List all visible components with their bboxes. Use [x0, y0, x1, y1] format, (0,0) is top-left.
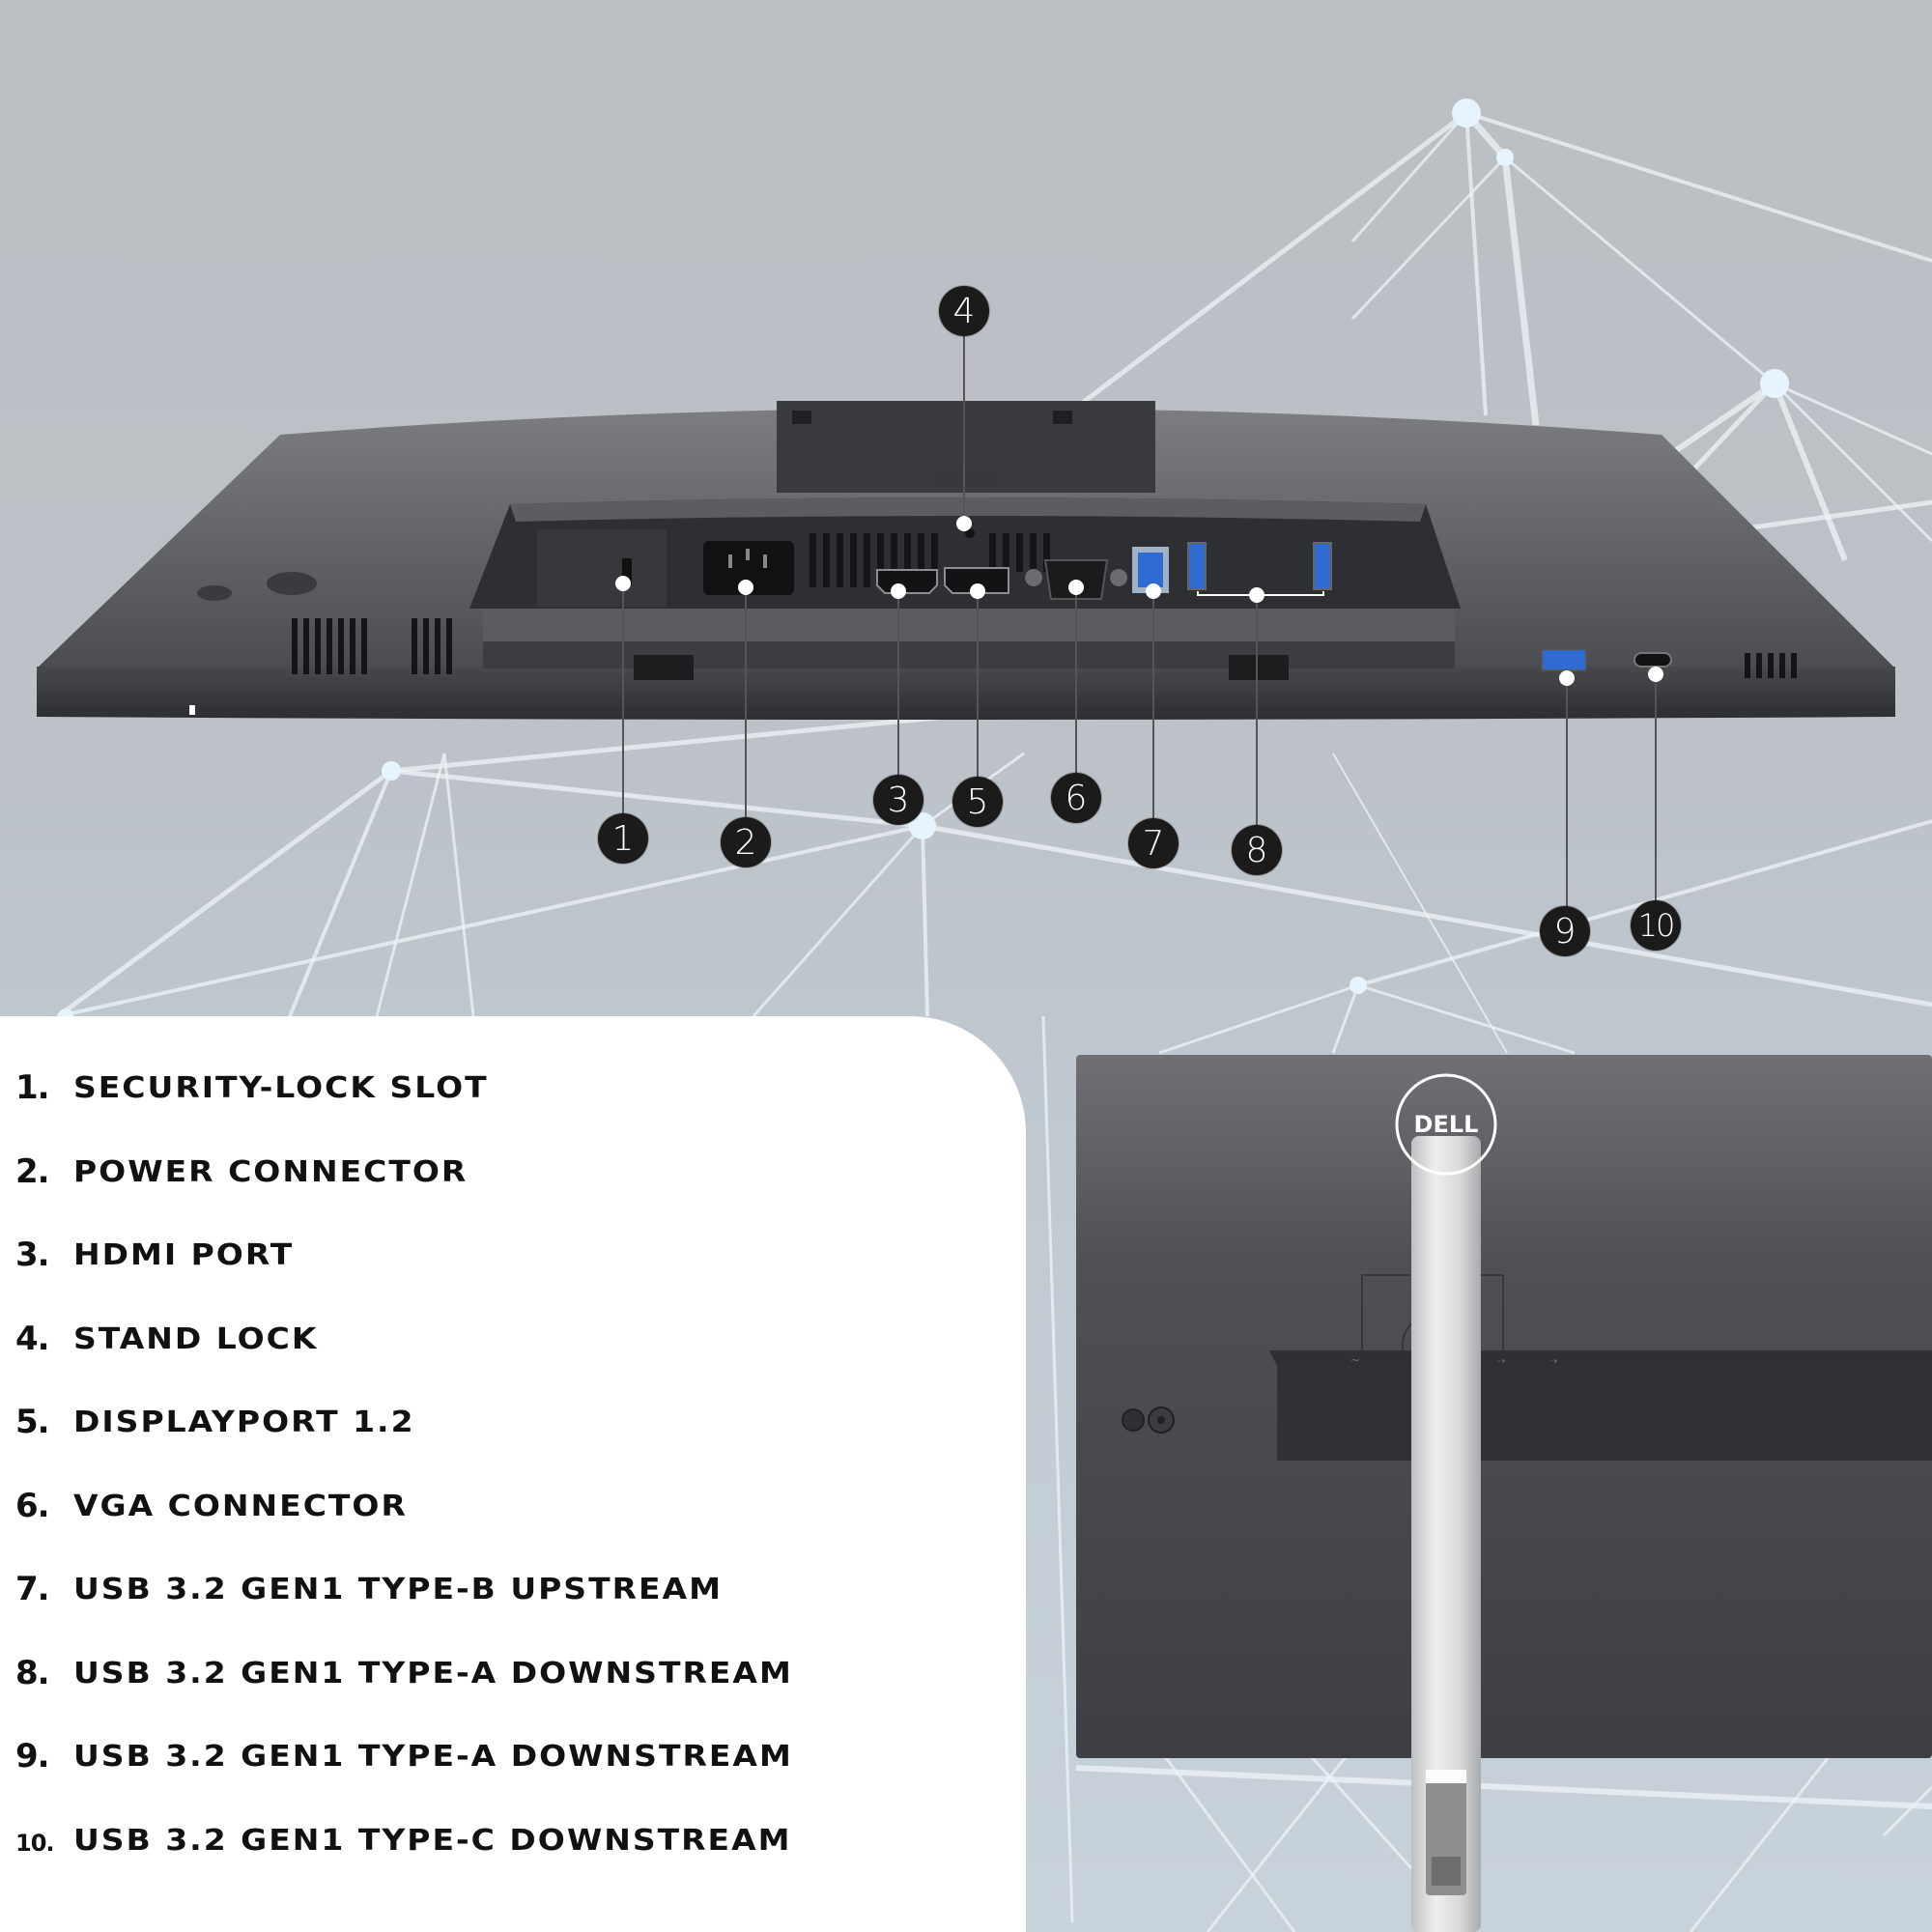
- security-lock-slot: [622, 558, 632, 585]
- legend-label: USB 3.2 GEN1 TYPE-A DOWNSTREAM: [73, 1738, 793, 1774]
- usb-icon: ⇢: [1549, 1356, 1557, 1367]
- legend-label: USB 3.2 GEN1 TYPE-C DOWNSTREAM: [73, 1822, 792, 1857]
- anchor-dot-9: [1559, 670, 1575, 686]
- leader-line-6: [1075, 587, 1077, 775]
- legend-item: 7. USB 3.2 GEN1 TYPE-B UPSTREAM: [15, 1570, 793, 1654]
- callout-2: 2: [721, 817, 771, 867]
- legend-label: USB 3.2 GEN1 TYPE-A DOWNSTREAM: [73, 1655, 793, 1690]
- legend-item: 4. STAND LOCK: [15, 1320, 793, 1404]
- usb-a-port-right: [1313, 542, 1332, 590]
- anchor-dot-5: [970, 583, 985, 599]
- legend-number: 6.: [15, 1486, 50, 1525]
- leader-line-9: [1566, 678, 1568, 908]
- stand-column: [1411, 1136, 1481, 1932]
- anchor-dot-10: [1648, 667, 1663, 682]
- anchor-dot-8: [1249, 587, 1264, 603]
- leader-line-4: [963, 334, 965, 524]
- leader-line-5: [977, 591, 979, 779]
- leader-line-2: [745, 587, 747, 819]
- monitor-rear-view: ~ ▭ ⇢ ⇢ DELL: [1076, 1055, 1932, 1932]
- legend-label: USB 3.2 GEN1 TYPE-B UPSTREAM: [73, 1571, 723, 1606]
- leader-line-10: [1655, 674, 1657, 902]
- legend-number: 9.: [15, 1737, 50, 1776]
- anchor-dot-3: [891, 583, 906, 599]
- dell-logo: [1395, 1073, 1497, 1176]
- legend-item: 10. USB 3.2 GEN1 TYPE-C DOWNSTREAM: [15, 1821, 793, 1905]
- legend-label: SECURITY-LOCK SLOT: [73, 1069, 489, 1105]
- legend-label: DISPLAYPORT 1.2: [73, 1404, 415, 1439]
- leader-line-3: [897, 591, 899, 777]
- legend-number: 1.: [15, 1068, 50, 1107]
- power-connector: [703, 541, 794, 595]
- leader-line-7: [1152, 591, 1154, 821]
- legend-label: HDMI PORT: [73, 1236, 295, 1272]
- callout-6: 6: [1051, 773, 1101, 823]
- legend-item: 5. DISPLAYPORT 1.2: [15, 1403, 793, 1487]
- hdmi-port: [876, 569, 938, 594]
- legend-number: 10.: [15, 1829, 55, 1857]
- legend-number: 8.: [15, 1653, 50, 1692]
- legend-item: 3. HDMI PORT: [15, 1236, 793, 1320]
- callout-9: 9: [1540, 906, 1590, 956]
- usb-icon: ⇢: [1497, 1356, 1505, 1367]
- legend-label: VGA CONNECTOR: [73, 1488, 408, 1522]
- callout-3: 3: [873, 775, 923, 825]
- legend-label: POWER CONNECTOR: [73, 1153, 469, 1188]
- dell-logo-text: DELL: [1414, 1111, 1479, 1138]
- anchor-dot-7: [1146, 583, 1161, 599]
- anchor-dot-6: [1068, 580, 1084, 595]
- legend-number: 2.: [15, 1151, 50, 1191]
- anchor-dot-4: [956, 516, 972, 531]
- legend-panel: 1. SECURITY-LOCK SLOT 2. POWER CONNECTOR 3…: [0, 1016, 1026, 1932]
- callout-8: 8: [1232, 825, 1282, 875]
- legend-list: 1. SECURITY-LOCK SLOT 2. POWER CONNECTOR 3…: [15, 1068, 793, 1904]
- legend-number: 5.: [15, 1403, 50, 1441]
- ac-power-icon: ~: [1350, 1353, 1360, 1367]
- legend-number: 3.: [15, 1236, 50, 1274]
- callout-10: 10: [1631, 900, 1681, 951]
- legend-item: 8. USB 3.2 GEN1 TYPE-A DOWNSTREAM: [15, 1654, 793, 1738]
- side-usb-c-port: [1634, 652, 1672, 668]
- monitor-bottom-view: [37, 401, 1895, 720]
- legend-item: 6. VGA CONNECTOR: [15, 1487, 793, 1571]
- usb-a-port-left: [1187, 542, 1207, 590]
- callout-1: 1: [598, 813, 648, 864]
- legend-item: 1. SECURITY-LOCK SLOT: [15, 1068, 793, 1152]
- anchor-dot-2: [738, 580, 753, 595]
- legend-number: 4.: [15, 1319, 50, 1358]
- anchor-dot-1: [615, 576, 631, 591]
- leader-line-1: [622, 583, 624, 815]
- leader-line-8: [1256, 595, 1258, 827]
- legend-label: STAND LOCK: [73, 1321, 319, 1355]
- callout-4: 4: [939, 286, 989, 336]
- legend-item: 2. POWER CONNECTOR: [15, 1152, 793, 1236]
- legend-item: 9. USB 3.2 GEN1 TYPE-A DOWNSTREAM: [15, 1737, 793, 1821]
- side-usb-a-port: [1541, 648, 1587, 671]
- stand-lock-hole: [965, 528, 975, 538]
- callout-7: 7: [1128, 818, 1179, 868]
- legend-number: 7.: [15, 1570, 50, 1608]
- callout-5: 5: [952, 777, 1003, 827]
